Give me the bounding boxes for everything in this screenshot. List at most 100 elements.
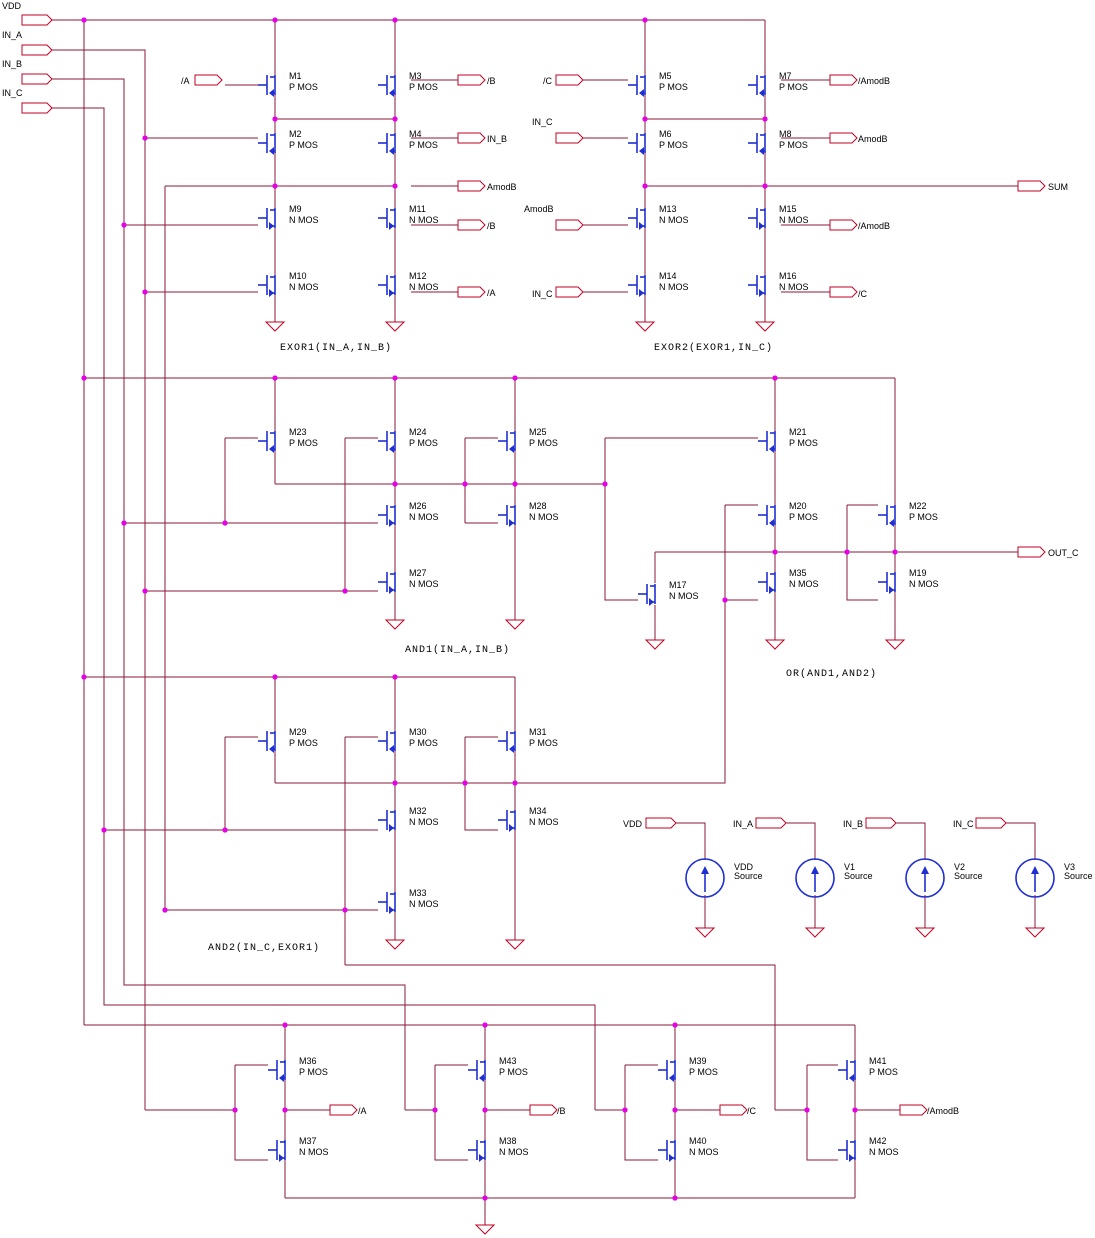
transistor-m17 [638,584,656,606]
ground-6 [504,619,526,630]
arrow [279,1154,284,1162]
voltage-source-v1 [795,858,835,898]
net-label-c: /C [858,289,868,299]
transistor-m21 [758,431,776,453]
transistor-m27 [378,572,396,594]
transistor-name: M16 [779,271,797,281]
net-port-13 [555,286,584,298]
transistor-m22 [878,505,896,527]
arrow [389,824,394,832]
transistor-m12 [378,275,396,297]
net-label-amodb: /AmodB [858,221,890,231]
transistor-name: M21 [789,427,807,437]
junction-6 [392,116,398,122]
transistor-type: N MOS [789,579,819,589]
ground-11 [504,939,526,950]
junction-29 [772,549,778,555]
net-label-a: /A [358,1106,367,1116]
transistor-type: P MOS [299,1067,328,1077]
transistor-m28 [498,505,516,527]
junction-13 [142,135,148,141]
arrow [849,1154,854,1162]
arrow [269,289,274,297]
transistor-m5 [628,75,646,97]
ground-1 [264,321,286,332]
net-label-in-c: IN_C [532,289,553,299]
transistor-type: N MOS [409,899,439,909]
net-label-amodb: AmodB [858,134,888,144]
source-type: Source [734,871,763,881]
arrow [889,519,894,527]
arrow [479,1154,484,1162]
source-arrow-head [701,866,709,874]
arrow [639,222,644,230]
net-port-7 [555,74,584,86]
transistor-type: P MOS [789,512,818,522]
source-type: Source [1064,871,1093,881]
transistor-type: N MOS [409,282,439,292]
devices [258,75,1055,1162]
junction-53 [852,1107,858,1113]
ground-8 [764,639,786,650]
transistor-name: M9 [289,204,302,214]
ground-3 [634,321,656,332]
source-arrow-head [1031,866,1039,874]
ground-16 [1024,927,1046,938]
junction-7 [642,116,648,122]
junction-43 [282,1022,288,1028]
net-port-11 [555,219,584,231]
source-name: VDD [734,862,754,872]
junction-46 [232,1107,238,1113]
source-port-label: IN_A [733,819,753,829]
transistor-type: N MOS [779,282,809,292]
transistor-type: N MOS [909,579,939,589]
transistor-name: M11 [409,204,426,214]
arrow [389,445,394,453]
transistor-type: P MOS [529,738,558,748]
junctions [81,17,898,1201]
input-label-in-a: IN_A [2,30,22,40]
input-label-in-b: IN_B [2,59,22,69]
transistor-type: P MOS [409,738,438,748]
net-label-in-b: IN_B [487,134,507,144]
junction-18 [392,375,398,381]
transistor-name: M23 [289,427,307,437]
junction-27 [512,481,518,487]
transistor-name: M10 [289,271,307,281]
junction-54 [482,1195,488,1201]
transistor-m33 [378,892,396,914]
input-port-vdd [21,14,53,26]
transistor-name: M15 [779,204,797,214]
transistor-type: P MOS [779,140,808,150]
wire-143 [786,822,816,860]
junction-42 [342,907,348,913]
transistor-m31 [498,731,516,753]
transistor-name: M37 [299,1136,317,1146]
transistor-name: M42 [869,1136,887,1146]
junction-1 [81,17,87,23]
transistor-name: M7 [779,71,792,81]
junction-24 [342,588,348,594]
transistor-m42 [838,1140,856,1162]
junction-41 [162,907,168,913]
transistor-type: P MOS [499,1067,528,1077]
arrow [649,598,654,606]
net-port-5 [457,219,486,231]
arrow [669,1074,674,1082]
junction-39 [462,780,468,786]
transistor-type: P MOS [289,82,318,92]
junction-5 [272,116,278,122]
junction-51 [672,1107,678,1113]
junction-21 [121,520,127,526]
transistor-m30 [378,731,396,753]
arrow [389,89,394,97]
junction-40 [512,780,518,786]
arrow [769,445,774,453]
junction-3 [392,17,398,23]
ground-5 [384,619,406,630]
caption-exor2-exor1-in-c: EXOR2(EXOR1,IN_C) [654,342,773,354]
net-port-10 [829,132,858,144]
transistor-m24 [378,431,396,453]
transistor-type: P MOS [289,140,318,150]
transistor-type: N MOS [409,817,439,827]
